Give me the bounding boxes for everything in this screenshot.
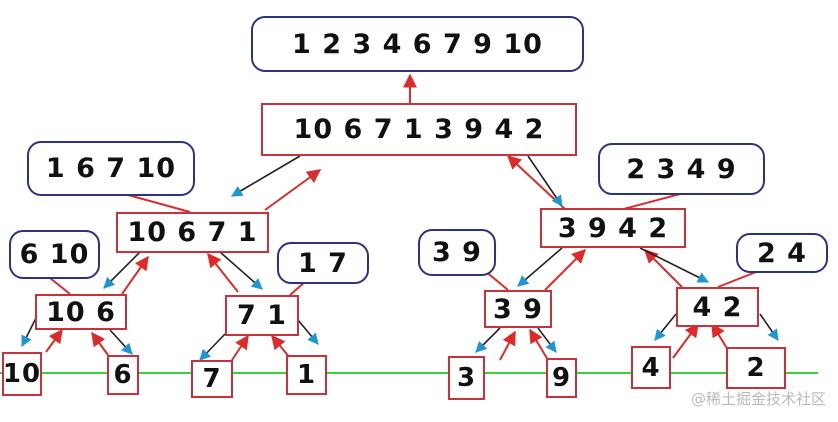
split-arrow: [475, 327, 501, 353]
sorted-result-left-right: 1 7: [277, 242, 369, 284]
merge-arrow: [529, 328, 549, 361]
merge-arrow: [672, 322, 699, 359]
split-arrow: [231, 155, 301, 197]
split-arrow: [517, 247, 563, 287]
split-arrow: [109, 329, 133, 355]
merge-arrow: [644, 249, 683, 288]
split-arrow: [219, 251, 263, 290]
leaf-node: 2: [726, 347, 786, 389]
split-arrow: [199, 333, 226, 361]
merge-arrow: [207, 252, 239, 293]
split-node-right-right: 4 2: [676, 287, 759, 327]
merge-arrow: [506, 155, 567, 211]
split-node-root: 10 6 7 1 3 9 4 2: [261, 103, 577, 156]
split-arrow: [759, 313, 779, 341]
leaf-node: 10: [2, 352, 42, 396]
connector-line: [619, 193, 681, 211]
merge-arrow: [271, 334, 291, 359]
leaf-node: 7: [191, 360, 233, 398]
merge-arrow: [91, 331, 109, 356]
split-arrow: [537, 327, 557, 353]
merge-arrow: [499, 330, 516, 361]
leaf-node: 3: [448, 356, 485, 400]
split-node-left: 10 6 7 1: [116, 212, 269, 253]
merge-arrow: [45, 328, 63, 353]
merge-arrow: [544, 249, 586, 291]
split-arrow: [527, 155, 563, 207]
connector-line: [717, 271, 757, 288]
split-arrow: [639, 247, 710, 283]
merge-arrow: [121, 255, 149, 295]
sorted-result-root: 1 2 3 4 6 7 9 10: [251, 16, 584, 72]
leaf-node: 1: [286, 355, 327, 395]
leaf-node: 9: [546, 358, 577, 398]
merge-arrow: [264, 169, 322, 211]
merge-arrow: [231, 334, 249, 361]
watermark: @稀土掘金技术社区: [690, 390, 826, 408]
split-node-left-right: 7 1: [225, 295, 299, 336]
split-node-left-left: 10 6: [35, 294, 127, 330]
connector-line: [49, 277, 71, 295]
sorted-result-right-left: 3 9: [418, 229, 496, 276]
leaf-node: 4: [631, 346, 671, 389]
sorted-result-right-right: 2 4: [736, 233, 828, 273]
split-node-right-left: 3 9: [484, 290, 552, 328]
merge-arrow: [711, 322, 729, 351]
split-arrow: [654, 313, 677, 341]
split-arrow: [103, 251, 141, 289]
split-arrow: [297, 319, 319, 345]
sorted-result-left-left: 6 10: [9, 230, 100, 279]
leaf-node: 6: [107, 355, 139, 395]
split-node-right: 3 9 4 2: [540, 208, 686, 248]
sorted-result-right-half: 2 3 4 9: [598, 143, 765, 195]
sorted-result-left-half: 1 6 7 10: [27, 141, 195, 196]
